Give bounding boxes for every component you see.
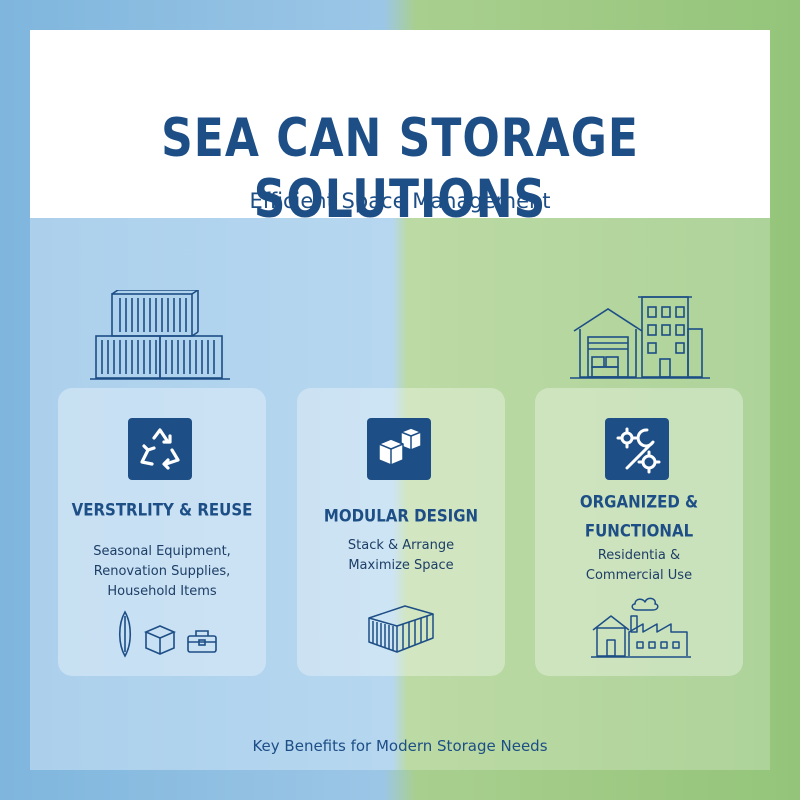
card-description: Residentia & Commercial Use bbox=[585, 548, 693, 583]
card-title: MODULAR DESIGN bbox=[323, 505, 479, 527]
shipping-container-icon bbox=[368, 605, 434, 653]
card-title: ORGANIZED & FUNCTIONAL bbox=[579, 491, 699, 541]
house-factory-icon bbox=[591, 597, 691, 658]
page-subtitle: Efficient Space Management bbox=[249, 189, 551, 213]
surfboard-icon bbox=[118, 610, 132, 658]
card-title: VERSTRLITY & REUSE bbox=[71, 499, 253, 521]
tools-icon bbox=[605, 418, 669, 480]
card-modular-design: MODULAR DESIGN Stack & Arrange Maximize … bbox=[297, 388, 505, 676]
box-icon bbox=[143, 625, 177, 655]
card-organized-functional: ORGANIZED & FUNCTIONAL Residentia & Comm… bbox=[535, 388, 743, 676]
card-description: Stack & Arrange Maximize Space bbox=[347, 538, 455, 573]
stacked-containers-icon bbox=[90, 290, 230, 380]
warehouse-building-icon bbox=[570, 296, 710, 379]
footer-tagline: Key Benefits for Modern Storage Needs bbox=[252, 737, 548, 755]
toolbox-icon bbox=[187, 630, 217, 653]
card-versatility: VERSTRLITY & REUSE Seasonal Equipment, R… bbox=[58, 388, 266, 676]
card-description: Seasonal Equipment, Renovation Supplies,… bbox=[93, 544, 231, 599]
header-banner: SEA CAN STORAGE SOLUTIONS Efficient Spac… bbox=[30, 30, 770, 230]
boxes-icon bbox=[367, 418, 431, 480]
page-title: SEA CAN STORAGE SOLUTIONS bbox=[161, 108, 639, 231]
recycle-icon bbox=[128, 418, 192, 480]
